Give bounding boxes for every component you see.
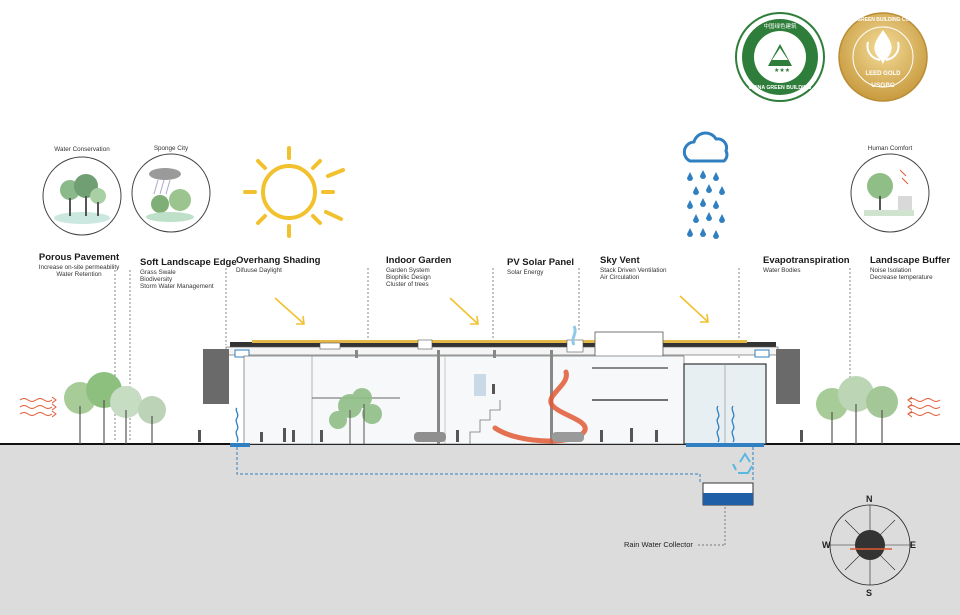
- pv-solar-panel-strip: [252, 340, 747, 343]
- pv-solar-panel-label: PV Solar Panel Solar Energy: [507, 257, 575, 276]
- sponge-city-vignette: [131, 153, 211, 233]
- sky-vent-line-1: Stack Driven Ventilation: [600, 266, 667, 274]
- landscape-buffer-title: Landscape Buffer: [870, 255, 951, 266]
- china-badge-ring-text: CHINA GREEN BUILDING: [748, 85, 812, 91]
- water-conservation-vignette: [42, 156, 122, 236]
- ground-section: [0, 444, 960, 615]
- overhang-right: [776, 349, 800, 404]
- porous-pavement-title: Porous Pavement: [38, 252, 120, 263]
- china-green-building-badge: ★★★: [735, 12, 825, 102]
- recycle-icon: [732, 452, 753, 474]
- evapotranspiration-title: Evapotranspiration: [763, 255, 850, 266]
- warm-air-exhaust: [571, 325, 577, 346]
- rain-cloud-icon: [682, 131, 729, 239]
- compass-south: S: [866, 588, 873, 598]
- water-conservation-title: Water Conservation: [54, 146, 110, 153]
- leed-gold-badge: [838, 12, 928, 102]
- leed-level: LEED GOLD: [865, 71, 901, 77]
- indoor-garden-line-1: Garden System: [386, 266, 430, 274]
- car: [414, 432, 446, 442]
- human-comfort-vignette: [850, 153, 930, 233]
- porous-pavement-label: Porous Pavement Increase on-site permeab…: [18, 252, 140, 279]
- landscape-buffer-line-2: Decrease temperature: [870, 274, 933, 282]
- soft-landscape-edge-line-1: Grass Swale: [140, 268, 176, 276]
- svg-text:★★★: ★★★: [774, 67, 790, 74]
- evaporation-arrows: [235, 405, 735, 443]
- people: [198, 384, 803, 442]
- china-badge-top-text: 中国绿色建筑: [763, 24, 797, 30]
- rain-water-collector-label: Rain Water Collector: [624, 540, 693, 549]
- indoor-garden-line-3: Cluster of trees: [386, 281, 429, 289]
- pv-solar-panel-line-1: Solar Energy: [507, 268, 544, 276]
- evapotranspiration-line-1: Water Bodies: [763, 266, 801, 274]
- soft-landscape-edge-label: Soft Landscape Edge Grass Swale Biodiver…: [140, 257, 237, 291]
- landscape-trees-right: [816, 376, 898, 444]
- stack-ventilation-airflow: [492, 369, 588, 444]
- compass-east: E: [910, 540, 917, 550]
- landscape-trees-left: [64, 372, 166, 444]
- car: [552, 432, 584, 442]
- sky-vent-label: Sky Vent Stack Driven Ventilation Air Ci…: [600, 255, 667, 282]
- leed-org: USGBC: [871, 82, 895, 89]
- compass-north: N: [866, 494, 873, 504]
- overhang-shading-label: Overhang Shading Difuuse Daylight: [236, 255, 321, 274]
- soft-landscape-edge-title: Soft Landscape Edge: [140, 257, 237, 268]
- compass-west: W: [822, 540, 831, 550]
- sky-vent-title: Sky Vent: [600, 255, 640, 266]
- sponge-city-title: Sponge City: [153, 145, 189, 152]
- sky-vent-line-2: Air Circulation: [600, 274, 640, 282]
- roof-slab: [230, 342, 776, 348]
- leed-badge-ring-text: U.S. GREEN BUILDING COUNCIL: [846, 17, 925, 23]
- soft-landscape-edge-line-2: Biodiversity: [140, 276, 173, 284]
- rain-water-collector-tank: [702, 482, 754, 506]
- heat-arrows-left: [19, 396, 57, 418]
- heat-arrows-right: [907, 396, 941, 418]
- rainwater-piping: [236, 447, 754, 482]
- porous-pavement-line-1: Increase on-site permeability: [38, 263, 120, 271]
- overhang-shading-title: Overhang Shading: [236, 255, 321, 266]
- indoor-garden-title: Indoor Garden: [386, 255, 452, 266]
- compass: [829, 504, 911, 586]
- indoor-garden-line-2: Biophilic Design: [386, 274, 431, 282]
- indoor-garden-trees: [329, 388, 382, 429]
- evapotranspiration-label: Evapotranspiration Water Bodies: [763, 255, 850, 274]
- sunlight-arrows: [274, 295, 709, 325]
- indoor-garden-label: Indoor Garden Garden System Biophilic De…: [386, 255, 452, 289]
- landscape-buffer-label: Landscape Buffer Noise Isolation Decreas…: [870, 255, 951, 282]
- sun-icon: [243, 146, 345, 238]
- soft-landscape-edge-line-3: Storm Water Management: [140, 283, 214, 291]
- pv-solar-panel-title: PV Solar Panel: [507, 257, 575, 268]
- landscape-buffer-line-1: Noise Isolation: [870, 266, 912, 274]
- human-comfort-title: Human Comfort: [867, 145, 913, 152]
- overhang-shading-line-1: Difuuse Daylight: [236, 266, 282, 274]
- overhang-left: [203, 349, 229, 404]
- porous-pavement-line-2: Water Retention: [56, 271, 102, 279]
